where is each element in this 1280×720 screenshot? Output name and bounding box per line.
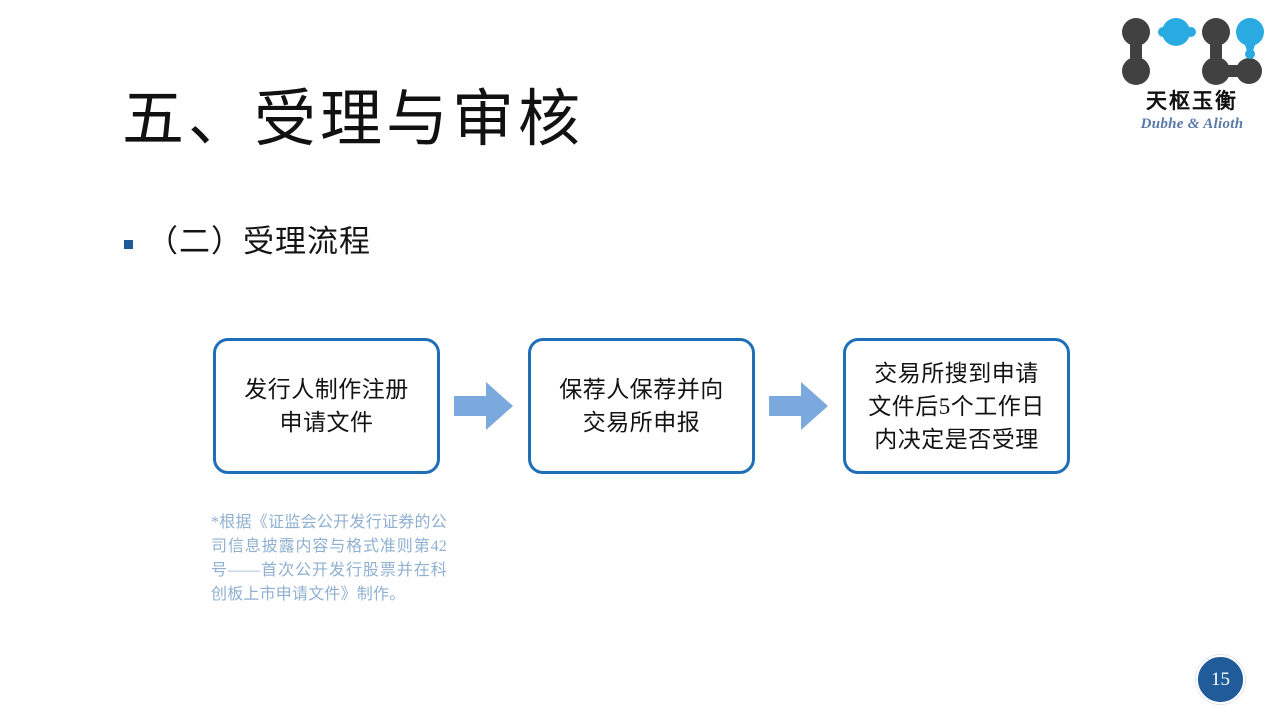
flow-step-3[interactable]: 交易所搜到申请 文件后5个工作日 内决定是否受理 — [843, 338, 1070, 474]
flow-step-3-label: 交易所搜到申请 文件后5个工作日 内决定是否受理 — [868, 360, 1045, 452]
logo-chinese-name: 天枢玉衡 — [1146, 90, 1238, 113]
logo-english-name: Dubhe & Alioth — [1140, 116, 1244, 132]
bullet-square-icon — [124, 239, 133, 249]
process-flow-diagram: 发行人制作注册 申请文件 保荐人保荐并向 交易所申报 交易所搜到申请 文件后5个… — [213, 338, 1070, 474]
flow-step-1[interactable]: 发行人制作注册 申请文件 — [213, 338, 440, 474]
flow-step-2[interactable]: 保荐人保荐并向 交易所申报 — [528, 338, 755, 474]
page-title: 五、受理与审核 — [122, 86, 585, 154]
page-number-value: 15 — [1211, 669, 1230, 690]
molecule-dumbbell-icon — [1122, 18, 1264, 85]
section-bullet-label: （二）受理流程 — [147, 224, 371, 259]
footnote-text: *根据《证监会公开发行证券的公司信息披露内容与格式准则第42号——首次公开发行股… — [211, 514, 447, 603]
flow-step-1-label: 发行人制作注册 申请文件 — [244, 377, 409, 435]
flow-arrow-2 — [755, 376, 843, 436]
arrow-right-icon — [769, 382, 828, 430]
flow-arrow-1 — [440, 376, 528, 436]
arrow-right-icon — [454, 382, 513, 430]
flow-step-2-label: 保荐人保荐并向 交易所申报 — [559, 377, 724, 435]
page-number-badge: 15 — [1196, 655, 1245, 704]
brand-logo: 天枢玉衡 Dubhe & Alioth — [1116, 14, 1268, 142]
section-bullet: （二）受理流程 — [124, 222, 371, 262]
